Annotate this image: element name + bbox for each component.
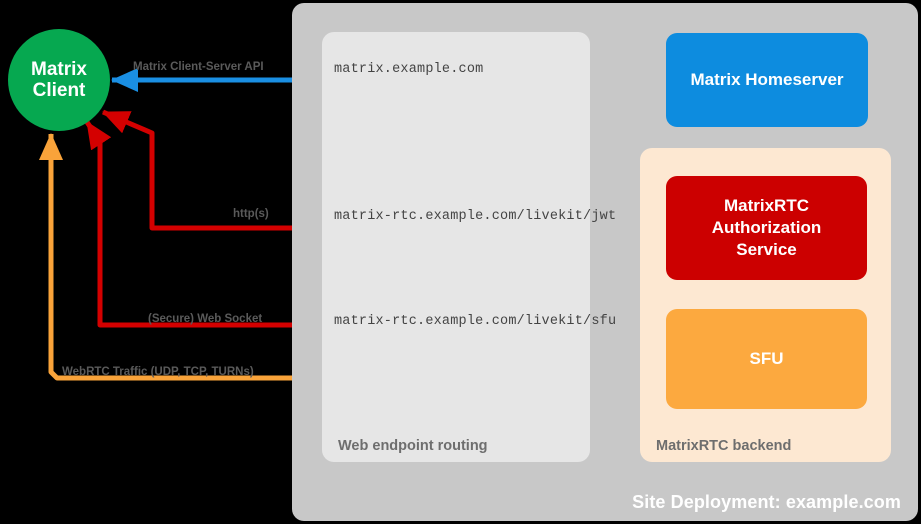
edge-label-matrix-client-server-api: Matrix Client-Server API xyxy=(133,61,264,73)
matrix-client-label: Matrix Client xyxy=(31,59,87,101)
matrixrtc-auth-service-label: MatrixRTC Authorization Service xyxy=(712,195,822,261)
sfu-label: SFU xyxy=(749,349,784,368)
auth-label-line1: MatrixRTC xyxy=(723,196,809,215)
auth-label-line2: Authorization xyxy=(711,218,822,237)
container-web-endpoint-routing xyxy=(322,32,590,462)
edge-label-webrtc-traffic: WebRTC Traffic (UDP, TCP, TURNs) xyxy=(62,366,254,378)
container-label-web-endpoint-routing: Web endpoint routing xyxy=(338,438,488,454)
matrix-homeserver-label: Matrix Homeserver xyxy=(690,70,844,89)
edge-label-https: http(s) xyxy=(233,208,269,220)
node-matrix-client[interactable]: Matrix Client xyxy=(8,29,110,131)
auth-label-line3: Service xyxy=(736,240,797,259)
endpoint-url-livekit-sfu: matrix-rtc.example.com/livekit/sfu xyxy=(334,314,617,329)
node-matrixrtc-authorization-service[interactable]: MatrixRTC Authorization Service xyxy=(666,176,867,280)
edge-label-web-socket: (Secure) Web Socket xyxy=(148,313,263,325)
matrix-client-label-line1: Matrix xyxy=(31,59,87,80)
matrix-client-label-line2: Client xyxy=(32,80,86,101)
endpoint-url-livekit-jwt: matrix-rtc.example.com/livekit/jwt xyxy=(334,209,617,224)
container-label-site-deployment: Site Deployment: example.com xyxy=(632,492,901,512)
node-sfu[interactable]: SFU xyxy=(666,309,867,409)
node-matrix-homeserver[interactable]: Matrix Homeserver xyxy=(666,33,868,127)
container-label-matrixrtc-backend: MatrixRTC backend xyxy=(656,438,792,454)
endpoint-url-matrix-example-com: matrix.example.com xyxy=(334,62,484,77)
